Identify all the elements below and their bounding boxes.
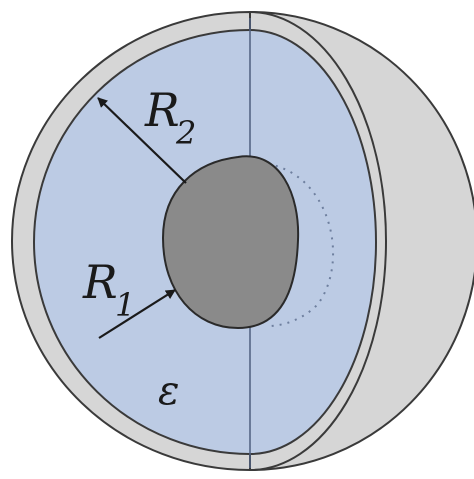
inner-radius-label: R <box>82 255 118 309</box>
shell-edge <box>249 11 387 471</box>
inner-conductor <box>161 155 300 330</box>
outer-radius-subscript: 2 <box>175 114 196 152</box>
inner-radius-subscript: 1 <box>115 286 135 324</box>
inner-sphere-hidden-edge <box>267 163 335 327</box>
inner-radius-arrow <box>98 289 176 339</box>
outer-radius-arrow <box>97 97 187 184</box>
permittivity-label: ε <box>158 368 179 414</box>
outer-radius-label: R <box>144 83 180 137</box>
